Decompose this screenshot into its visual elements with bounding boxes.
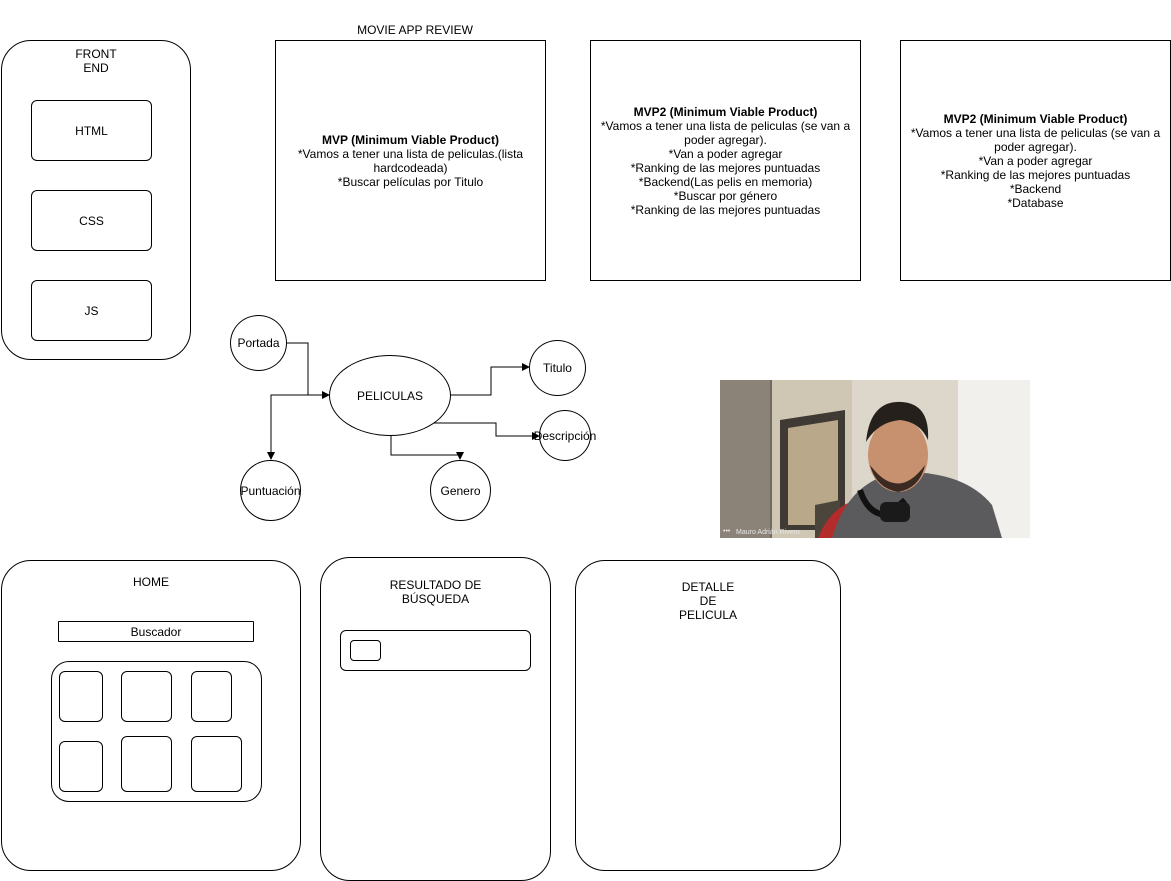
mvp-box-1: MVP (Minimum Viable Product) *Vamos a te… [275, 40, 546, 281]
page-title: MOVIE APP REVIEW [357, 23, 473, 37]
search-bar[interactable]: Buscador [58, 621, 254, 642]
results-screen: RESULTADO DE BÚSQUEDA [320, 557, 551, 881]
mvp-box-1-line: *Buscar películas por Titulo [337, 174, 484, 189]
genero-connector [390, 435, 464, 460]
result-item[interactable] [340, 630, 531, 671]
mvp-box-2-line: *Backend(Las pelis en memoria) [638, 174, 813, 189]
html-label: HTML [75, 123, 108, 138]
mvp-box-3-line: *Van a poder agregar [978, 153, 1093, 168]
peliculas-label: PELICULAS [356, 388, 424, 403]
home-title: HOME [133, 575, 169, 589]
mvp-box-2-line: *Ranking de las mejores puntuadas [630, 202, 821, 217]
more-dots-icon[interactable]: ••• [723, 528, 731, 535]
movie-card[interactable] [191, 736, 242, 792]
search-label: Buscador [130, 624, 182, 639]
puntuacion-connector [267, 394, 308, 460]
movie-grid [51, 661, 262, 802]
portada-label: Portada [237, 336, 280, 350]
movie-card[interactable] [191, 671, 232, 722]
js-box: JS [31, 280, 152, 341]
mvp-box-1-line: *Vamos a tener una lista de peliculas.(l… [297, 146, 524, 175]
descripcion-node: Descripción [534, 410, 596, 461]
result-thumbnail [350, 640, 381, 661]
mvp-box-2-line: *Vamos a tener una lista de peliculas (s… [600, 118, 851, 147]
mvp-box-3-line: *Vamos a tener una lista de peliculas (s… [910, 125, 1161, 154]
html-box: HTML [31, 100, 152, 161]
genero-node: Genero [430, 460, 491, 521]
mvp-box-1-heading: MVP (Minimum Viable Product) [322, 132, 499, 147]
mvp-box-2-heading: MVP2 (Minimum Viable Product) [633, 104, 818, 119]
detail-screen: DETALLE DE PELICULA [575, 560, 841, 871]
mvp-box-2: MVP2 (Minimum Viable Product) *Vamos a t… [590, 40, 861, 281]
mvp-box-2-line: *Buscar por género [673, 188, 778, 203]
peliculas-node: PELICULAS [329, 355, 451, 436]
webcam-scene [720, 380, 1030, 538]
movie-card[interactable] [121, 736, 172, 792]
home-screen: HOME Buscador [1, 560, 301, 871]
mvp-box-3: MVP2 (Minimum Viable Product) *Vamos a t… [900, 40, 1171, 281]
mvp-box-2-line: *Van a poder agregar [668, 146, 783, 161]
movie-card[interactable] [121, 671, 172, 722]
movie-card[interactable] [59, 741, 103, 792]
titulo-connector [450, 363, 530, 396]
mvp-box-3-line: *Ranking de las mejores puntuadas [940, 167, 1131, 182]
css-label: CSS [79, 213, 104, 228]
titulo-label: Titulo [543, 361, 572, 375]
participant-name: Mauro Adrián Rivero [736, 529, 800, 536]
webcam-video[interactable]: ••• Mauro Adrián Rivero [720, 380, 1030, 538]
css-box: CSS [31, 190, 152, 251]
mvp-box-3-line: *Backend [1009, 181, 1062, 196]
descripcion-connector [432, 422, 540, 440]
movie-card[interactable] [59, 671, 103, 722]
portada-node: Portada [230, 315, 287, 371]
descripcion-label: Descripción [533, 428, 597, 443]
puntuacion-label: Puntuación [240, 483, 301, 498]
portada-connector [287, 342, 330, 399]
mvp-box-3-heading: MVP2 (Minimum Viable Product) [943, 111, 1128, 126]
js-label: JS [84, 303, 99, 318]
mvp-box-3-line: *Database [1007, 195, 1064, 210]
results-title: RESULTADO DE BÚSQUEDA [389, 578, 482, 606]
mvp-box-2-line: *Ranking de las mejores puntuadas [630, 160, 821, 175]
titulo-node: Titulo [529, 340, 586, 396]
frontend-container: FRONT END HTML CSS JS [1, 40, 191, 360]
frontend-title: FRONT END [75, 47, 117, 75]
puntuacion-node: Puntuación [240, 460, 301, 521]
genero-label: Genero [440, 483, 481, 498]
detail-title: DETALLE DE PELICULA [678, 580, 738, 622]
